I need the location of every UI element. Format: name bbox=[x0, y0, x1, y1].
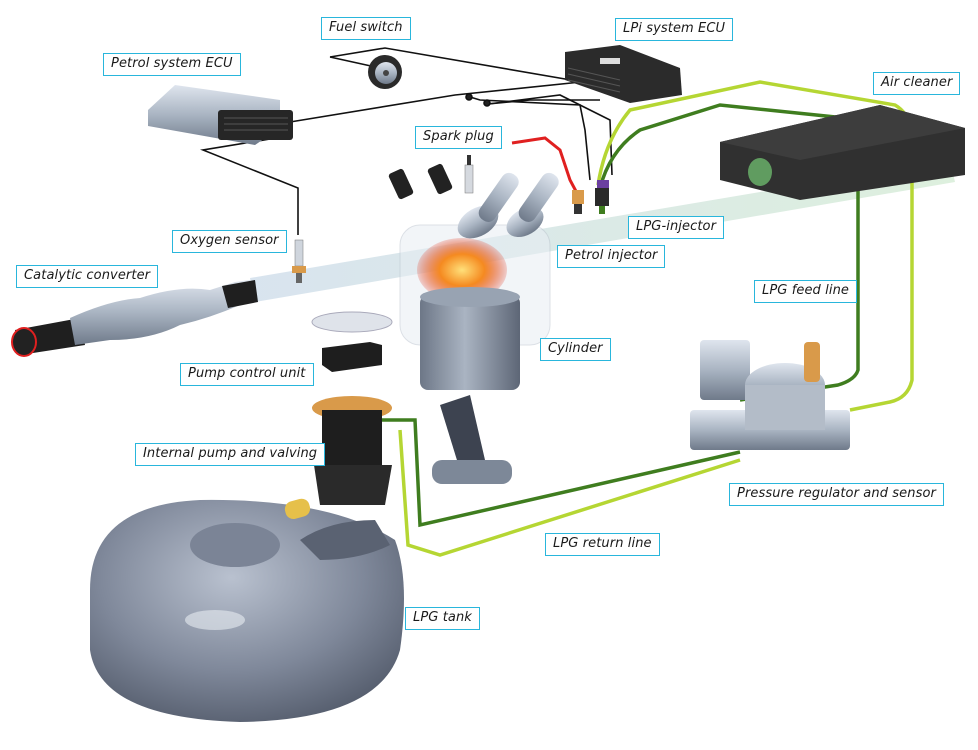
wiring-harness bbox=[200, 47, 613, 235]
label-air-cleaner: Air cleaner bbox=[873, 72, 961, 95]
label-lpi-ecu: LPi system ECU bbox=[615, 18, 734, 41]
lpi-ecu-icon bbox=[565, 45, 682, 103]
combustion-flame bbox=[417, 238, 507, 302]
label-pump-control-unit: Pump control unit bbox=[180, 363, 314, 386]
lpg-injector-icon bbox=[595, 180, 609, 214]
label-lpg-tank: LPG tank bbox=[405, 607, 480, 630]
petrol-ecu-icon bbox=[148, 85, 293, 145]
oxygen-sensor-icon bbox=[292, 239, 306, 283]
label-spark-plug: Spark plug bbox=[415, 126, 502, 149]
label-lpg-return-line: LPG return line bbox=[545, 533, 660, 556]
ignition-lead bbox=[511, 136, 580, 196]
lpg-tank-icon bbox=[90, 498, 404, 722]
label-internal-pump: Internal pump and valving bbox=[135, 443, 326, 466]
label-lpg-feed-line: LPG feed line bbox=[754, 280, 858, 303]
cylinder-icon bbox=[420, 287, 520, 484]
spark-plug-icon bbox=[464, 155, 474, 194]
internal-pump-icon bbox=[312, 396, 392, 505]
catalytic-converter-icon bbox=[11, 280, 258, 357]
pressure-regulator-icon bbox=[690, 340, 850, 450]
label-petrol-injector: Petrol injector bbox=[557, 245, 666, 268]
label-pressure-regulator: Pressure regulator and sensor bbox=[729, 483, 944, 506]
pump-control-unit-icon bbox=[311, 311, 393, 372]
fuel-switch-icon bbox=[368, 55, 402, 89]
label-petrol-ecu: Petrol system ECU bbox=[103, 53, 241, 76]
label-oxygen-sensor: Oxygen sensor bbox=[172, 230, 287, 253]
label-cylinder: Cylinder bbox=[540, 338, 611, 361]
label-fuel-switch: Fuel switch bbox=[321, 17, 411, 40]
petrol-injector-icon bbox=[572, 190, 584, 214]
label-lpg-injector: LPG-injector bbox=[628, 216, 725, 239]
air-cleaner-icon bbox=[720, 105, 965, 200]
label-catalytic-converter: Catalytic converter bbox=[16, 265, 159, 288]
